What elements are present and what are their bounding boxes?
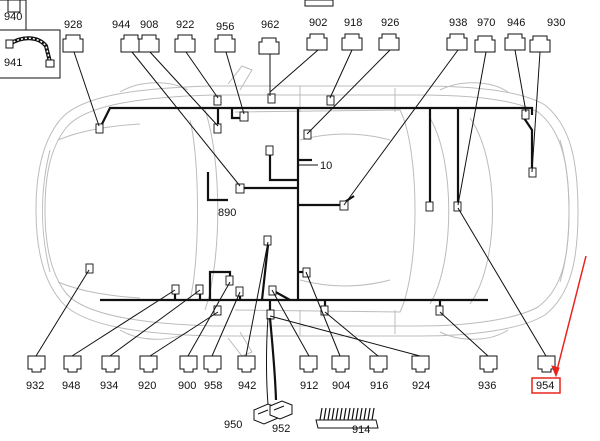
connector-954	[537, 355, 556, 373]
highlight-box-954	[531, 377, 561, 394]
label-954: 954	[536, 380, 554, 392]
main-harness	[99, 106, 534, 318]
connector-930	[529, 35, 551, 53]
label-924: 924	[412, 380, 430, 392]
highlight-annotation	[531, 255, 587, 394]
label-934: 934	[100, 380, 118, 392]
label-948: 948	[62, 380, 80, 392]
connector-912	[299, 355, 318, 373]
label-926: 926	[381, 17, 399, 29]
connector-962	[258, 37, 280, 55]
inset-941	[0, 29, 61, 79]
label-970: 970	[477, 17, 495, 29]
connector-948	[63, 355, 82, 373]
connector-924	[411, 355, 430, 373]
connector-916	[369, 355, 388, 373]
red-arrowhead	[551, 365, 560, 378]
label-914: 914	[352, 424, 370, 436]
connector-936	[479, 355, 498, 373]
red-arrow	[555, 255, 587, 375]
connector-944	[120, 34, 142, 53]
label-952: 952	[272, 423, 290, 435]
connector-946	[504, 33, 526, 51]
label-944: 944	[112, 19, 130, 31]
label-956: 956	[216, 21, 234, 33]
label-890: 890	[218, 207, 236, 219]
connector-970	[474, 35, 496, 53]
part-labels: 940 941 928 944 908 922 956 962 902 918 …	[4, 11, 565, 436]
connector-932	[27, 355, 46, 373]
label-902: 902	[309, 17, 327, 29]
label-941: 941	[4, 57, 22, 69]
connector-958	[203, 355, 222, 373]
connector-928	[62, 34, 84, 53]
connector-926	[378, 33, 400, 51]
label-932: 932	[26, 380, 44, 392]
label-912: 912	[300, 380, 318, 392]
connector-934	[101, 355, 120, 373]
leader-lines	[35, 49, 547, 405]
label-940: 940	[4, 11, 22, 23]
connector-922	[174, 34, 196, 53]
connector-908	[138, 34, 160, 53]
connector-902	[306, 33, 328, 51]
connector-904	[331, 355, 350, 373]
top-connectors	[62, 0, 551, 55]
bottom-connectors	[27, 355, 556, 373]
label-904: 904	[332, 380, 350, 392]
label-936: 936	[478, 380, 496, 392]
connector-956	[214, 34, 236, 53]
label-938: 938	[449, 17, 467, 29]
connector-950-952	[253, 400, 293, 425]
label-900: 900	[178, 380, 196, 392]
connector-942	[237, 355, 256, 373]
car-body-outline	[35, 65, 579, 357]
label-942: 942	[238, 380, 256, 392]
connector-914	[315, 407, 379, 429]
connector-900	[179, 355, 198, 373]
label-922: 922	[176, 19, 194, 31]
label-950: 950	[224, 419, 242, 431]
connector-partial-top	[304, 0, 334, 7]
connector-938	[446, 33, 468, 51]
label-928: 928	[64, 19, 82, 31]
label-908: 908	[140, 19, 158, 31]
label-958: 958	[204, 380, 222, 392]
connector-920	[139, 355, 158, 373]
label-916: 916	[370, 380, 388, 392]
label-918: 918	[344, 17, 362, 29]
label-962: 962	[261, 19, 279, 31]
label-920: 920	[138, 380, 156, 392]
label-930: 930	[547, 17, 565, 29]
label-10: 10	[320, 160, 332, 172]
label-946: 946	[507, 17, 525, 29]
connector-918	[341, 33, 363, 51]
